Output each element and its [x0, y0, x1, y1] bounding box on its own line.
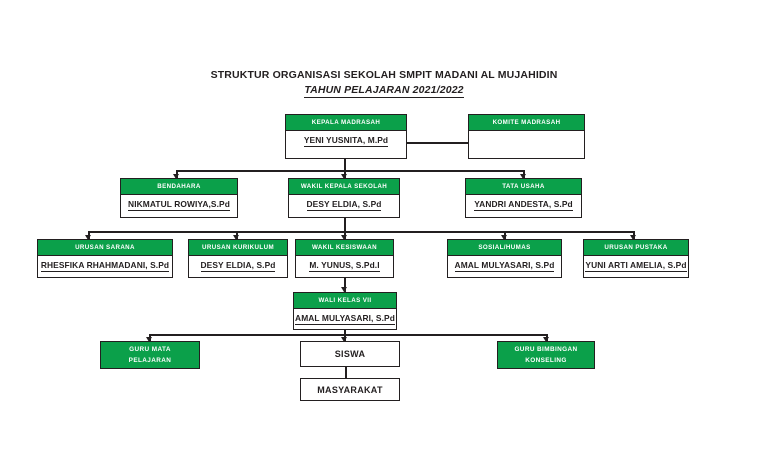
- arrowhead-tata-usaha: [520, 174, 526, 179]
- node-urusan-sarana[interactable]: URUSAN SARANA RHESFIKA RHAHMADANI, S.Pd: [37, 239, 173, 278]
- node-sosial-humas-person: AMAL MULYASARI, S.Pd: [454, 260, 555, 272]
- node-tata-usaha-person: YANDRI ANDESTA, S.Pd: [474, 199, 573, 211]
- node-guru-mata-pelajaran[interactable]: GURU MATA PELAJARAN: [100, 341, 200, 369]
- node-wali-kelas-vii-person: AMAL MULYASARI, S.Pd: [295, 313, 395, 325]
- arrowhead-guru-mata-pelajaran: [146, 337, 152, 342]
- arrowhead-bendahara: [173, 174, 179, 179]
- arrowhead-urusan-kurikulum: [233, 235, 239, 240]
- node-tata-usaha-role: TATA USAHA: [466, 179, 581, 195]
- node-sosial-humas[interactable]: SOSIAL/HUMAS AMAL MULYASARI, S.Pd: [447, 239, 562, 278]
- node-guru-bimbingan-konseling-line-2: KONSELING: [525, 357, 567, 364]
- arrowhead-wakil-kesiswaan: [341, 235, 347, 240]
- node-wali-kelas-vii-role: WALI KELAS VII: [294, 293, 396, 309]
- title-line-1: STRUKTUR ORGANISASI SEKOLAH SMPIT MADANI…: [210, 69, 558, 81]
- node-wakil-kesiswaan-person: M. YUNUS, S.Pd.I: [309, 260, 380, 272]
- node-wakil-kepala-sekolah[interactable]: WAKIL KEPALA SEKOLAH DESY ELDIA, S.Pd: [288, 178, 400, 218]
- node-urusan-pustaka-role: URUSAN PUSTAKA: [584, 240, 688, 256]
- node-masyarakat-label: MASYARAKAT: [317, 384, 383, 395]
- node-guru-bimbingan-konseling[interactable]: GURU BIMBINGAN KONSELING: [497, 341, 595, 369]
- node-komite-madrasah[interactable]: KOMITE MADRASAH: [468, 114, 585, 159]
- connector-wali-stem: [344, 329, 346, 337]
- connector-kepala-stem: [344, 159, 346, 171]
- node-wakil-kesiswaan[interactable]: WAKIL KESISWAAN M. YUNUS, S.Pd.I: [295, 239, 394, 278]
- node-urusan-kurikulum[interactable]: URUSAN KURIKULUM DESY ELDIA, S.Pd: [188, 239, 288, 278]
- connector-kesiswaan-to-wali: [344, 278, 346, 292]
- node-wakil-kesiswaan-role: WAKIL KESISWAAN: [296, 240, 393, 256]
- node-kepala-madrasah-role: KEPALA MADRASAH: [286, 115, 406, 131]
- node-guru-mata-pelajaran-line-1: GURU MATA: [129, 346, 171, 353]
- connector-wakil-stem: [344, 218, 346, 232]
- arrowhead-siswa: [341, 337, 347, 342]
- arrowhead-urusan-sarana: [85, 235, 91, 240]
- connector-kepala-to-komite: [406, 142, 468, 144]
- arrowhead-sosial-humas: [501, 235, 507, 240]
- node-urusan-pustaka[interactable]: URUSAN PUSTAKA YUNI ARTI AMELIA, S.Pd: [583, 239, 689, 278]
- arrowhead-wali-kelas: [341, 287, 347, 292]
- arrowhead-urusan-pustaka: [630, 235, 636, 240]
- node-komite-madrasah-role: KOMITE MADRASAH: [469, 115, 584, 131]
- node-guru-mata-pelajaran-line-2: PELAJARAN: [128, 357, 172, 364]
- node-wali-kelas-vii[interactable]: WALI KELAS VII AMAL MULYASARI, S.Pd: [293, 292, 397, 330]
- node-urusan-kurikulum-role: URUSAN KURIKULUM: [189, 240, 287, 256]
- node-masyarakat[interactable]: MASYARAKAT: [300, 378, 400, 401]
- node-kepala-madrasah-person: YENI YUSNITA, M.Pd: [303, 135, 389, 147]
- connector-level3-bus: [88, 231, 634, 233]
- node-urusan-sarana-role: URUSAN SARANA: [38, 240, 172, 256]
- arrowhead-wakil-kepala-sekolah: [341, 174, 347, 179]
- page-title: STRUKTUR ORGANISASI SEKOLAH SMPIT MADANI…: [0, 68, 768, 98]
- node-tata-usaha[interactable]: TATA USAHA YANDRI ANDESTA, S.Pd: [465, 178, 582, 218]
- node-bendahara[interactable]: BENDAHARA NIKMATUL ROWIYA,S.Pd: [120, 178, 238, 218]
- connector-siswa-to-masyarakat: [345, 367, 347, 378]
- node-urusan-kurikulum-person: DESY ELDIA, S.Pd: [200, 260, 276, 272]
- node-sosial-humas-role: SOSIAL/HUMAS: [448, 240, 561, 256]
- node-urusan-pustaka-person: YUNI ARTI AMELIA, S.Pd: [585, 260, 687, 272]
- node-siswa-label: SISWA: [334, 349, 366, 359]
- node-bendahara-person: NIKMATUL ROWIYA,S.Pd: [128, 199, 230, 211]
- node-urusan-sarana-person: RHESFIKA RHAHMADANI, S.Pd: [40, 260, 170, 272]
- node-siswa[interactable]: SISWA: [300, 341, 400, 367]
- node-wakil-kepala-sekolah-person: DESY ELDIA, S.Pd: [306, 199, 382, 211]
- node-wakil-kepala-sekolah-role: WAKIL KEPALA SEKOLAH: [289, 179, 399, 195]
- node-guru-bimbingan-konseling-line-1: GURU BIMBINGAN: [514, 346, 578, 353]
- arrowhead-guru-bimbingan-konseling: [543, 337, 549, 342]
- node-kepala-madrasah[interactable]: KEPALA MADRASAH YENI YUSNITA, M.Pd: [285, 114, 407, 159]
- node-bendahara-role: BENDAHARA: [121, 179, 237, 195]
- connector-level2-bus: [176, 170, 524, 172]
- connector-level5-bus: [149, 334, 547, 336]
- title-line-2: TAHUN PELAJARAN 2021/2022: [304, 84, 464, 98]
